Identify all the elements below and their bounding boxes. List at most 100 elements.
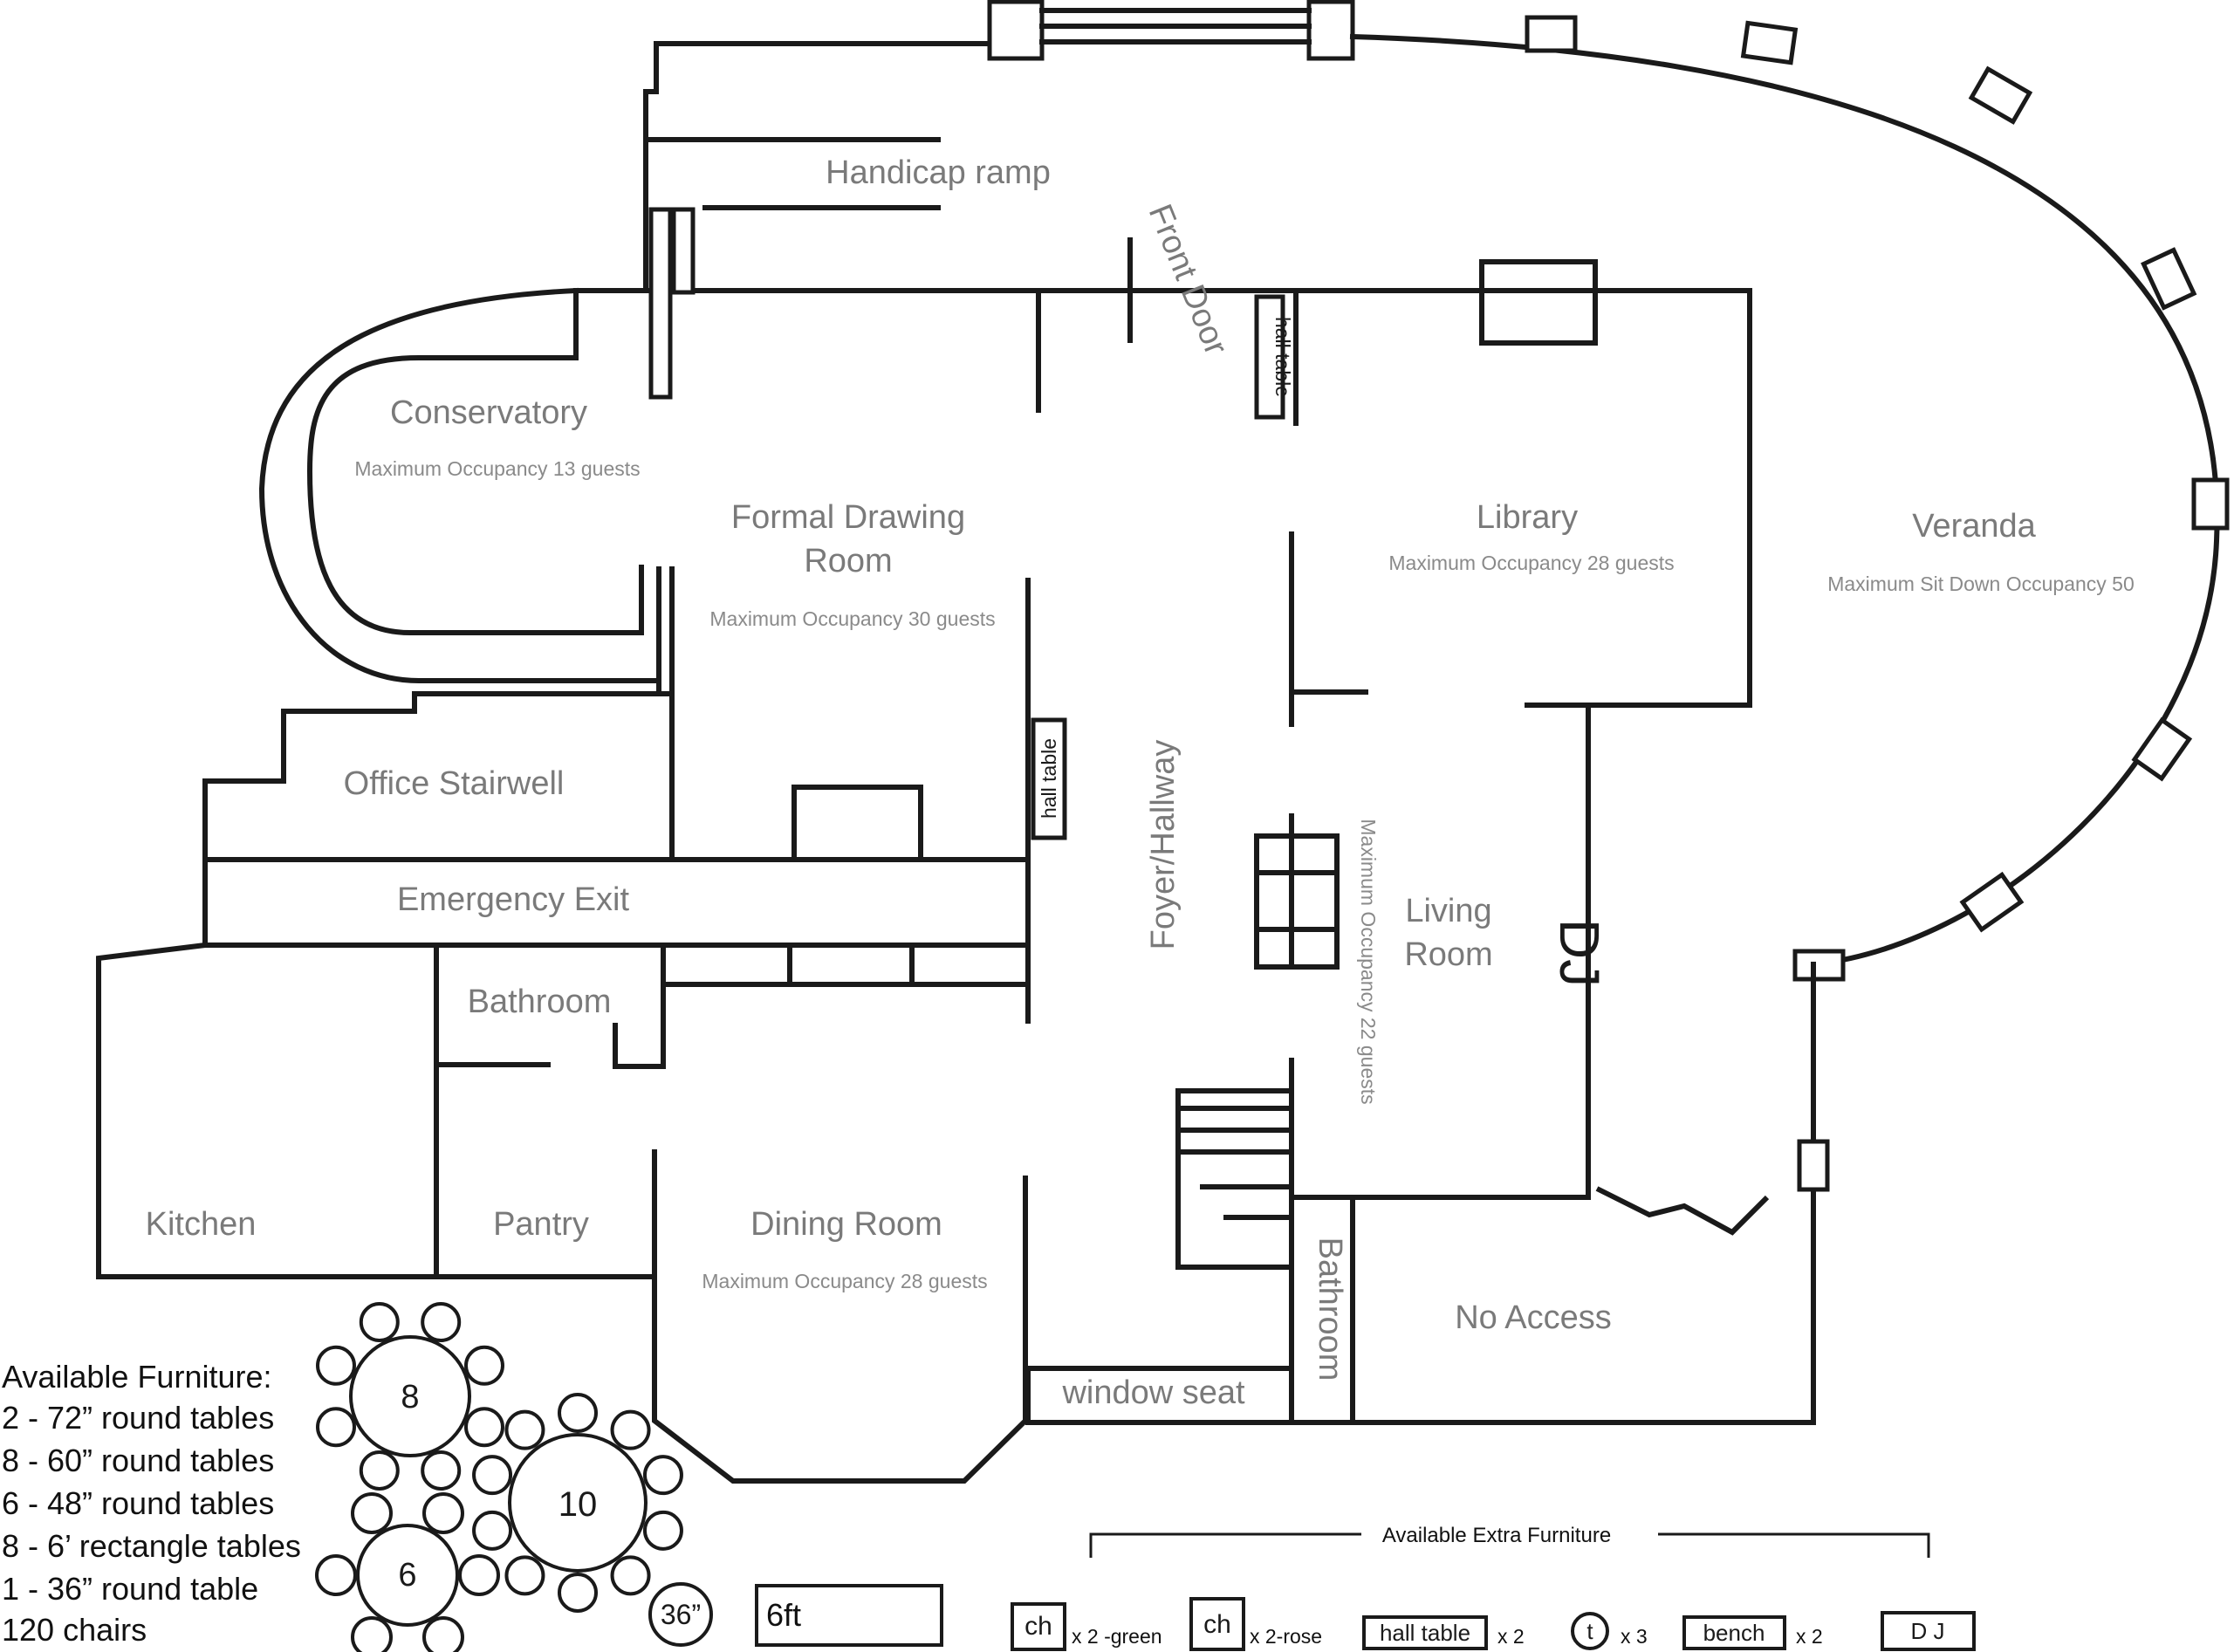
foyer-table bbox=[1254, 833, 1340, 970]
table-10-chair bbox=[504, 1409, 545, 1450]
extra-item-label: ch bbox=[1024, 1612, 1052, 1641]
living-room-occupancy: Maximum Occupancy 22 guests bbox=[1357, 819, 1380, 1104]
extra-item-label: bench bbox=[1703, 1620, 1765, 1646]
veranda-pier bbox=[1959, 871, 2025, 933]
library-label: Library bbox=[1477, 499, 1578, 536]
bathroom-west-label: Bathroom bbox=[468, 984, 612, 1020]
table-6-chair bbox=[422, 1616, 464, 1652]
table-6-circle bbox=[356, 1524, 459, 1627]
table-6-chair bbox=[315, 1554, 357, 1596]
table-10-chair bbox=[558, 1573, 598, 1613]
table-8-chair bbox=[359, 1450, 400, 1491]
table-8-circle bbox=[349, 1335, 471, 1457]
extra-chair-rose bbox=[1189, 1597, 1245, 1651]
furniture-list-heading: Available Furniture: bbox=[2, 1359, 272, 1395]
extra-furniture: Available Extra Furniture ch x 2 -green … bbox=[1011, 1524, 1976, 1651]
extra-item-label: ch bbox=[1203, 1610, 1231, 1639]
table-36-circle bbox=[648, 1582, 713, 1647]
dining-room-label: Dining Room bbox=[750, 1206, 942, 1243]
table-10-chair bbox=[558, 1393, 598, 1433]
rect-table-6ft-label: 6ft bbox=[766, 1597, 801, 1633]
veranda-pier bbox=[1740, 20, 1799, 65]
walls bbox=[96, 0, 2230, 1484]
hall-table-mid-label: hall table bbox=[1038, 738, 1060, 819]
table-10-chair bbox=[472, 1455, 513, 1496]
extra-item-label: hall table bbox=[1380, 1620, 1470, 1646]
table-6-chair bbox=[422, 1491, 464, 1534]
sample-tables bbox=[315, 1302, 683, 1652]
table-10-circle bbox=[508, 1433, 648, 1573]
handicap-ramp-label: Handicap ramp bbox=[826, 154, 1051, 191]
table-6-label: 6 bbox=[398, 1557, 416, 1594]
extra-item-qty: x 2 bbox=[1796, 1625, 1823, 1648]
living-room-label: Living bbox=[1405, 893, 1491, 929]
veranda-pier bbox=[1792, 949, 1846, 982]
window-seat-label: window seat bbox=[1061, 1374, 1245, 1411]
office-stairwell-label: Office Stairwell bbox=[344, 765, 565, 802]
conservatory-occupancy: Maximum Occupancy 13 guests bbox=[354, 457, 640, 480]
furniture-list-item: 8 - 60” round tables bbox=[2, 1443, 274, 1478]
porch-post-right bbox=[1306, 0, 1355, 61]
extra-side-table bbox=[1571, 1612, 1609, 1650]
conservatory-label: Conservatory bbox=[390, 394, 587, 431]
hall-table-top: hall table bbox=[1254, 294, 1294, 420]
extra-item-qty: x 3 bbox=[1621, 1625, 1648, 1648]
rect-table-6ft bbox=[755, 1584, 943, 1647]
formal-drawing-room-label: Formal Drawing bbox=[731, 499, 965, 536]
veranda-occupancy: Maximum Sit Down Occupancy 50 bbox=[1827, 572, 2135, 595]
veranda-pier bbox=[1525, 15, 1578, 53]
table-8-chair bbox=[463, 1407, 504, 1448]
furniture-list-item: 6 - 48” round tables bbox=[2, 1485, 274, 1521]
library-bay bbox=[1479, 259, 1598, 346]
extra-chair-green bbox=[1011, 1602, 1066, 1651]
no-access-label: No Access bbox=[1455, 1299, 1612, 1336]
table-10-chair bbox=[610, 1555, 651, 1596]
furniture-list: Available Furniture: 2 - 72” round table… bbox=[2, 1359, 301, 1648]
table-10-chair bbox=[642, 1455, 683, 1496]
extra-item-qty: x 2-rose bbox=[1250, 1625, 1322, 1648]
hall-table-top-label: hall table bbox=[1271, 317, 1294, 397]
table-6-chair bbox=[458, 1554, 500, 1596]
table-6-chair bbox=[351, 1616, 393, 1652]
east-pier bbox=[1797, 1139, 1830, 1192]
kitchen-label: Kitchen bbox=[146, 1206, 257, 1243]
foyer-hallway-label: Foyer/Hallway bbox=[1145, 740, 1182, 950]
table-10-chair bbox=[504, 1555, 545, 1596]
dj-booth: DJ bbox=[1548, 919, 1611, 987]
furniture-list-item: 2 - 72” round tables bbox=[2, 1400, 274, 1436]
furniture-list-item: 8 - 6’ rectangle tables bbox=[2, 1528, 301, 1564]
table-8-chair bbox=[421, 1302, 462, 1343]
veranda-pier bbox=[2131, 716, 2193, 782]
hall-table-mid: hall table bbox=[1031, 717, 1067, 840]
extra-item-qty: x 2 -green bbox=[1072, 1625, 1162, 1648]
table-8-chair bbox=[463, 1345, 504, 1386]
table-8-chair bbox=[316, 1345, 357, 1386]
table-10-label: 10 bbox=[558, 1485, 598, 1524]
staircase bbox=[1175, 1088, 1292, 1270]
veranda-label: Veranda bbox=[1912, 508, 2036, 545]
table-8-chair bbox=[359, 1302, 400, 1343]
living-room-label-2: Room bbox=[1404, 936, 1492, 973]
bathroom-east-label: Bathroom bbox=[1312, 1237, 1348, 1381]
dining-room-occupancy: Maximum Occupancy 28 guests bbox=[702, 1270, 987, 1292]
extra-item-qty: x 2 bbox=[1497, 1625, 1525, 1648]
veranda-pier bbox=[1968, 65, 2033, 125]
extra-hall-table bbox=[1362, 1615, 1488, 1650]
table-8-label: 8 bbox=[401, 1379, 419, 1416]
pantry-label: Pantry bbox=[493, 1206, 589, 1243]
furniture-list-item: 1 - 36” round table bbox=[2, 1571, 258, 1607]
porch-post-left bbox=[987, 0, 1045, 61]
extra-item-label: t bbox=[1586, 1618, 1593, 1644]
ramp-post-a bbox=[648, 207, 673, 400]
table-10-chair bbox=[610, 1409, 651, 1450]
table-8-chair bbox=[421, 1450, 462, 1491]
formal-drawing-room-label-2: Room bbox=[804, 543, 892, 579]
extra-item-label: D J bbox=[1911, 1618, 1945, 1644]
veranda-pier bbox=[2191, 477, 2230, 531]
extra-dj bbox=[1881, 1611, 1976, 1651]
table-10-chair bbox=[472, 1510, 513, 1551]
emergency-exit-label: Emergency Exit bbox=[397, 881, 630, 918]
extra-furniture-heading: Available Extra Furniture bbox=[1382, 1524, 1611, 1547]
table-36-label: 36” bbox=[661, 1599, 701, 1630]
